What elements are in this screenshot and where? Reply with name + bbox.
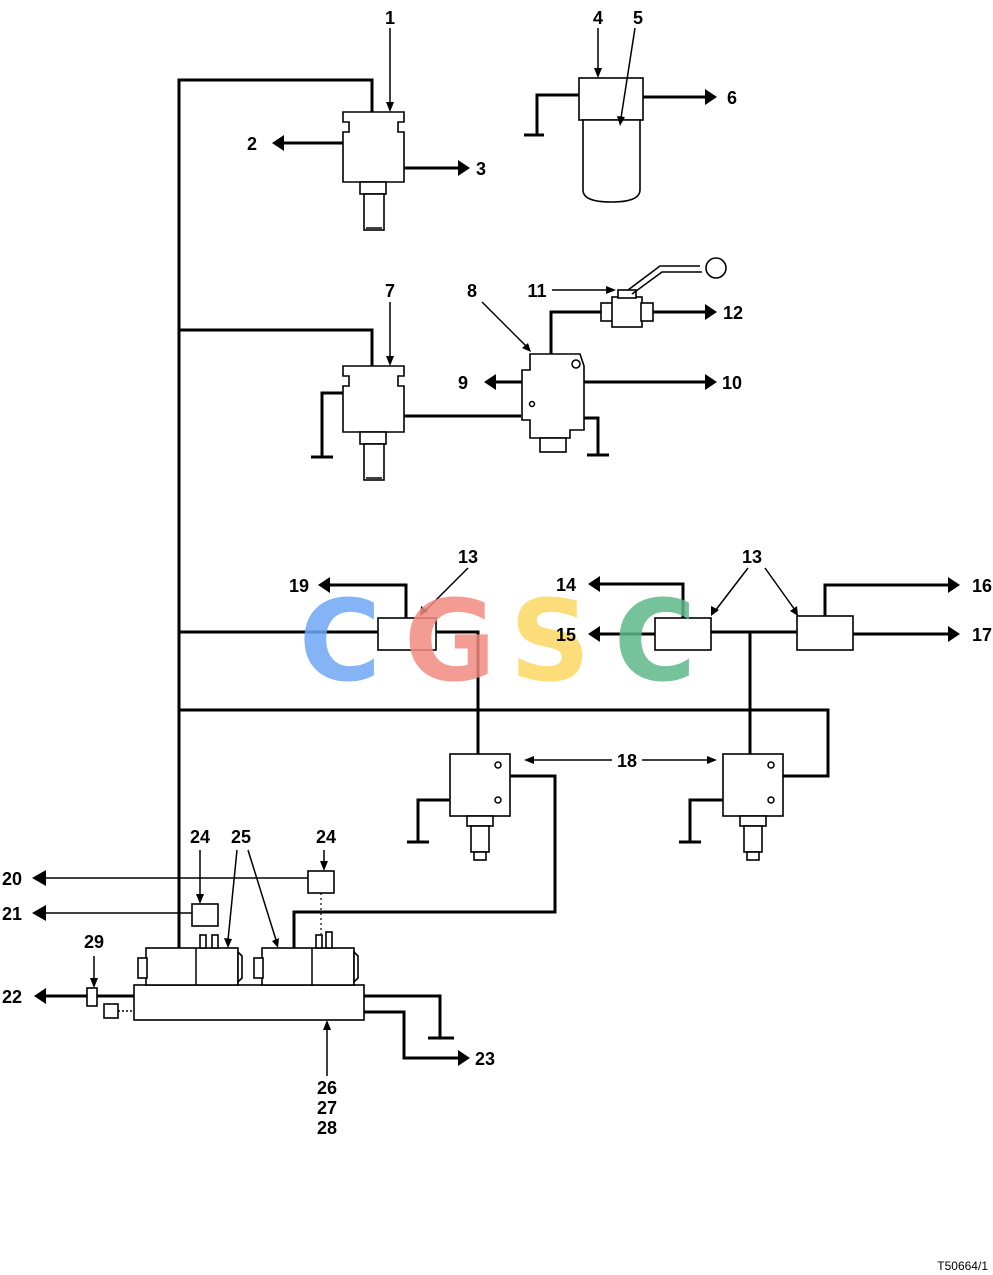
callout-8: 8	[467, 281, 477, 301]
manifold-26	[32, 870, 470, 1066]
callout-21: 21	[2, 904, 22, 924]
valve-1	[272, 111, 470, 231]
callout-13: 13	[458, 547, 478, 567]
valve-7	[311, 365, 521, 481]
callout-3: 3	[476, 159, 486, 179]
main-lines	[177, 78, 830, 948]
callout-7: 7	[385, 281, 395, 301]
callout-25: 25	[231, 827, 251, 847]
filter-4-5	[524, 77, 717, 203]
callout-5: 5	[633, 8, 643, 28]
callout-24: 24	[190, 827, 210, 847]
callout-4: 4	[593, 8, 603, 28]
callout-1: 1	[385, 8, 395, 28]
callout-17: 17	[972, 625, 992, 645]
leader-lines	[90, 27, 798, 1076]
callout-28: 28	[317, 1118, 337, 1138]
callout-9: 9	[458, 373, 468, 393]
callout-2: 2	[247, 134, 257, 154]
watermark-letter: C	[299, 577, 381, 707]
callout-labels: 1 2 3 4 5 6 7 8 9 10 11 12 13 13 14 15 1…	[2, 8, 992, 1138]
callout-18: 18	[617, 751, 637, 771]
callout-10: 10	[722, 373, 742, 393]
drawing-reference: T50664/1	[937, 1259, 988, 1273]
callout-20: 20	[2, 869, 22, 889]
callout-16: 16	[972, 576, 992, 596]
callout-19: 19	[289, 576, 309, 596]
callout-12: 12	[723, 303, 743, 323]
callout-29: 29	[84, 932, 104, 952]
valves-18	[407, 753, 784, 861]
watermark-letter: S	[510, 577, 591, 707]
callout-24: 24	[316, 827, 336, 847]
callout-26: 26	[317, 1078, 337, 1098]
callout-15: 15	[556, 625, 576, 645]
valve-8	[484, 310, 717, 457]
blocks-13	[318, 576, 960, 651]
callout-22: 22	[2, 987, 22, 1007]
watermark: C G S C	[299, 577, 696, 707]
callout-14: 14	[556, 575, 576, 595]
ball-valve-11	[600, 257, 727, 328]
callout-6: 6	[727, 88, 737, 108]
watermark-letter: C	[614, 577, 696, 707]
callout-23: 23	[475, 1049, 495, 1069]
watermark-letter: G	[404, 577, 496, 707]
callout-11: 11	[527, 281, 546, 301]
callout-27: 27	[317, 1098, 337, 1118]
callout-13: 13	[742, 547, 762, 567]
